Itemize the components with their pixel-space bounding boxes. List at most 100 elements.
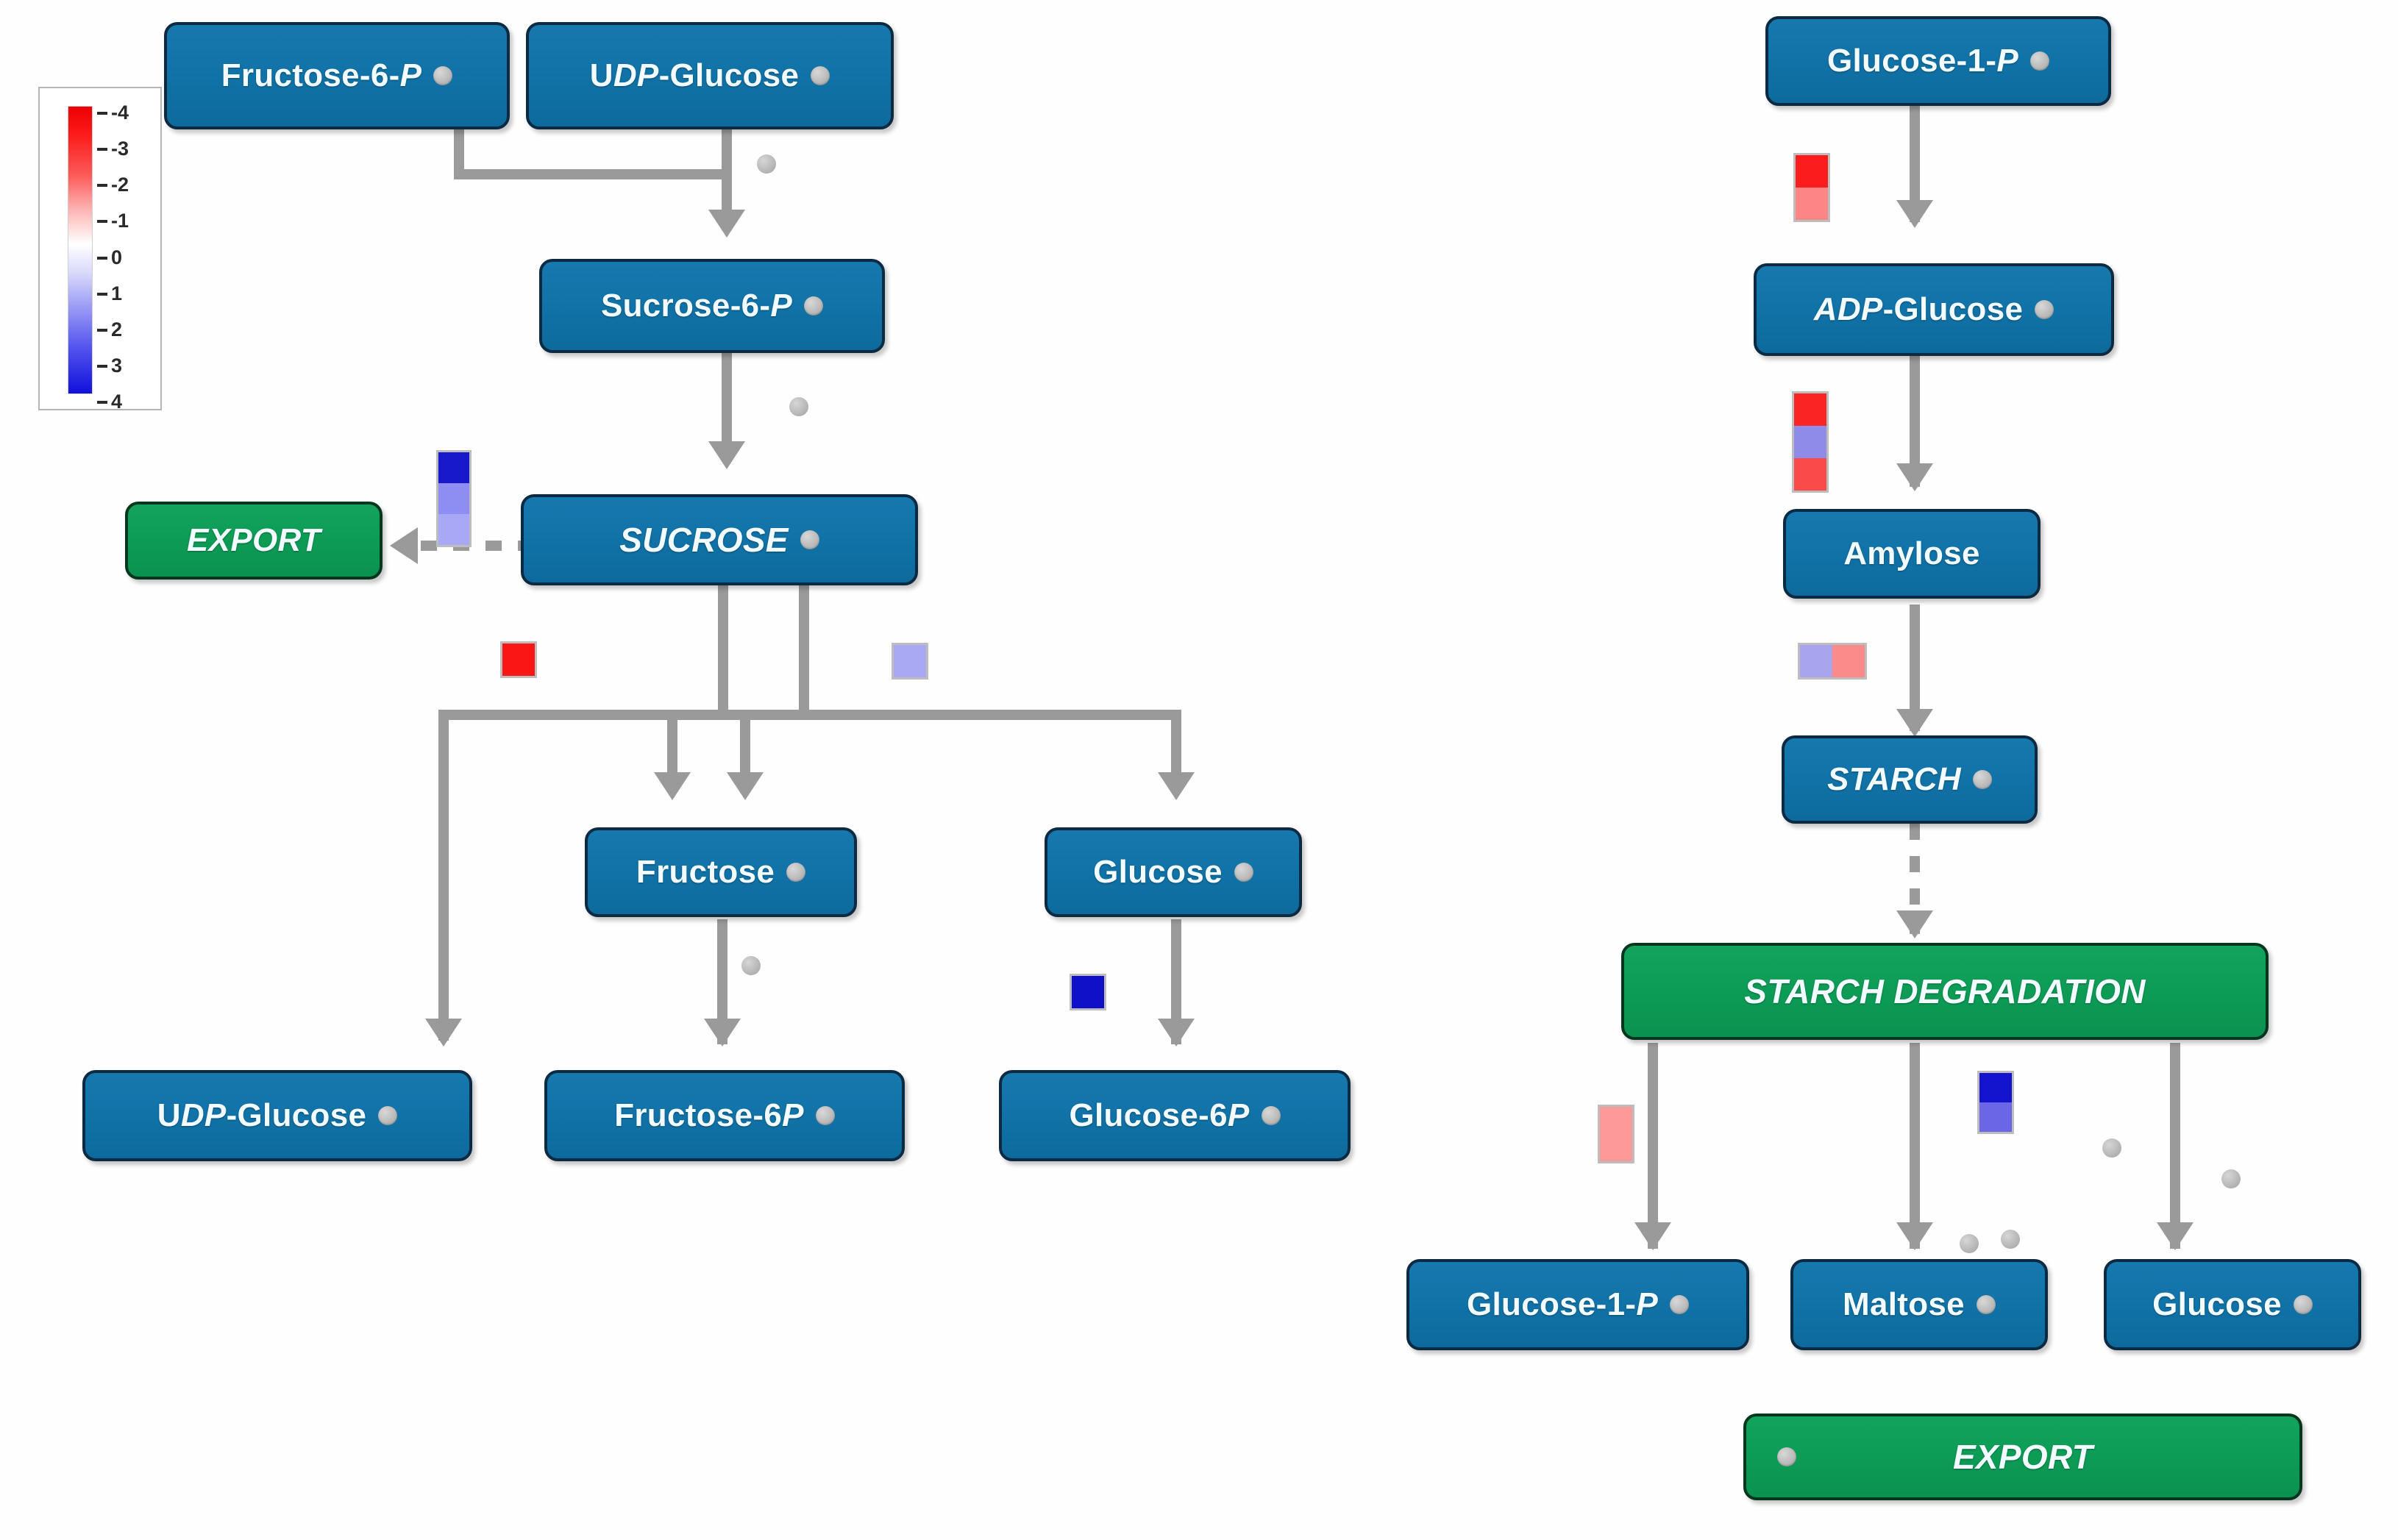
- strip-degradation-to-g1p[interactable]: [1598, 1105, 1634, 1163]
- arrow-to-sucrose6p: [708, 210, 745, 238]
- node-glucose-1-p-top[interactable]: Glucose-1-P: [1765, 16, 2111, 106]
- expression-dot-icon[interactable]: [1261, 1106, 1281, 1125]
- legend-tick: -3: [97, 139, 129, 159]
- arrow-to-fructose-b: [727, 772, 764, 800]
- expression-dot-icon[interactable]: [1972, 770, 1992, 789]
- expression-dot-icon[interactable]: [1234, 863, 1253, 882]
- legend-tick: -1: [97, 211, 129, 231]
- edge-expression-dot-icon[interactable]: [2102, 1138, 2121, 1158]
- expression-dot-icon[interactable]: [800, 530, 819, 549]
- legend-tick: 1: [97, 284, 122, 304]
- tick-mark-icon: [97, 400, 107, 404]
- node-label: UDP-Glucose: [157, 1097, 367, 1133]
- strip-glucose-hexokinase[interactable]: [1070, 974, 1106, 1010]
- strip-amylose-to-starch[interactable]: [1798, 643, 1867, 680]
- edge-expression-dot-icon[interactable]: [1960, 1234, 1979, 1253]
- node-glucose-right[interactable]: Glucose: [2104, 1259, 2361, 1350]
- strip-adpg-to-amylose[interactable]: [1792, 391, 1829, 493]
- arrow-to-fructose-a: [654, 772, 691, 800]
- node-glucose-6p[interactable]: Glucose-6P: [999, 1070, 1351, 1161]
- node-label: ADP-Glucose: [1813, 291, 2024, 327]
- edge-sucrose-bus: [438, 710, 1181, 720]
- edge-expression-dot-icon[interactable]: [741, 956, 761, 975]
- edge-adpg-to-amylose: [1910, 354, 1920, 487]
- expression-dot-icon[interactable]: [786, 863, 806, 882]
- expression-dot-icon[interactable]: [1670, 1295, 1690, 1314]
- tick-mark-icon: [97, 292, 107, 296]
- node-maltose[interactable]: Maltose: [1790, 1259, 2048, 1350]
- edge-sucrose-down-b: [799, 583, 809, 714]
- expression-dot-icon[interactable]: [1777, 1447, 1796, 1466]
- edge-fructose-to-f6p: [717, 919, 727, 1044]
- edge-degradation-to-glucose: [2170, 1043, 2180, 1249]
- node-adp-glucose[interactable]: ADP-Glucose: [1754, 263, 2114, 356]
- node-fructose-6-p-top[interactable]: Fructose-6-P: [164, 22, 510, 129]
- arrow-to-sucrose: [708, 441, 745, 469]
- node-glucose-left[interactable]: Glucose: [1045, 827, 1302, 917]
- strip-sucrose-synthase[interactable]: [892, 643, 928, 680]
- strip-cell: [1800, 645, 1832, 677]
- strip-cell: [438, 452, 469, 483]
- node-starch-degradation[interactable]: STARCH DEGRADATION: [1621, 943, 2269, 1040]
- expression-dot-icon[interactable]: [2030, 51, 2050, 71]
- node-amylose[interactable]: Amylose: [1783, 509, 2041, 599]
- expression-dot-icon[interactable]: [815, 1106, 835, 1125]
- expression-dot-icon[interactable]: [378, 1106, 398, 1125]
- expression-dot-icon[interactable]: [433, 66, 453, 85]
- edge-degradation-to-g1p: [1648, 1043, 1658, 1249]
- arrow-to-maltose: [1896, 1222, 1933, 1250]
- arrow-to-g1p-bottom: [1634, 1222, 1671, 1250]
- node-label: UDP-Glucose: [589, 57, 800, 93]
- strip-cell: [1794, 426, 1826, 458]
- node-starch[interactable]: STARCH: [1782, 735, 2038, 824]
- node-label: Glucose: [1093, 854, 1223, 890]
- expression-dot-icon[interactable]: [1976, 1295, 1996, 1314]
- strip-degradation-to-maltose[interactable]: [1977, 1071, 2014, 1134]
- edge-expression-dot-icon[interactable]: [757, 154, 776, 174]
- node-label: Glucose-1-P: [1826, 43, 2019, 79]
- node-label: Fructose-6P: [614, 1097, 804, 1133]
- node-label: Glucose-1-P: [1466, 1286, 1659, 1322]
- node-export-left[interactable]: EXPORT: [125, 502, 383, 580]
- strip-sucrose-invertase[interactable]: [500, 641, 537, 678]
- arrow-to-export-left: [390, 527, 418, 564]
- expression-dot-icon[interactable]: [804, 296, 824, 316]
- node-fructose-6p-bottom[interactable]: Fructose-6P: [544, 1070, 905, 1161]
- tick-mark-icon: [97, 147, 107, 151]
- node-sucrose[interactable]: SUCROSE: [521, 494, 918, 585]
- arrow-to-amylose: [1896, 463, 1933, 491]
- node-udp-glucose-bottom[interactable]: UDP-Glucose: [82, 1070, 472, 1161]
- node-udp-glucose-top[interactable]: UDP-Glucose: [526, 22, 894, 129]
- legend-tick-list: -4 -3 -2 -1 0 1 2 3 4: [97, 93, 159, 412]
- edge-g1p-to-adpg: [1910, 104, 1920, 222]
- expression-dot-icon[interactable]: [811, 66, 830, 85]
- arrow-to-glucose-left: [1158, 772, 1195, 800]
- strip-cell: [1979, 1073, 2012, 1102]
- node-sucrose-6-p[interactable]: Sucrose-6-P: [539, 259, 885, 353]
- node-label: Maltose: [1843, 1286, 1965, 1322]
- edge-expression-dot-icon[interactable]: [2001, 1230, 2020, 1249]
- node-export-right[interactable]: EXPORT: [1743, 1414, 2302, 1500]
- strip-g1p-to-adpg[interactable]: [1793, 153, 1830, 222]
- node-glucose-1-p-bottom[interactable]: Glucose-1-P: [1406, 1259, 1749, 1350]
- node-label: STARCH: [1827, 761, 1961, 797]
- tick-mark-icon: [97, 364, 107, 368]
- edge-expression-dot-icon[interactable]: [789, 397, 808, 416]
- expression-dot-icon[interactable]: [2035, 300, 2054, 319]
- node-label: EXPORT: [187, 522, 321, 558]
- strip-cell: [438, 514, 469, 545]
- node-label: SUCROSE: [619, 521, 789, 559]
- tick-mark-icon: [97, 219, 107, 223]
- strip-cell: [894, 645, 926, 677]
- strip-cell: [1794, 458, 1826, 491]
- node-label: Glucose: [2152, 1286, 2282, 1322]
- arrow-to-glucose-right: [2157, 1222, 2194, 1250]
- strip-sucrose-export[interactable]: [436, 450, 472, 547]
- node-fructose[interactable]: Fructose: [585, 827, 857, 917]
- arrow-to-f6p-bottom: [704, 1019, 741, 1047]
- tick-mark-icon: [97, 183, 107, 187]
- strip-cell: [1796, 155, 1828, 188]
- edge-expression-dot-icon[interactable]: [2221, 1169, 2241, 1188]
- strip-cell: [1979, 1102, 2012, 1132]
- expression-dot-icon[interactable]: [2293, 1295, 2313, 1314]
